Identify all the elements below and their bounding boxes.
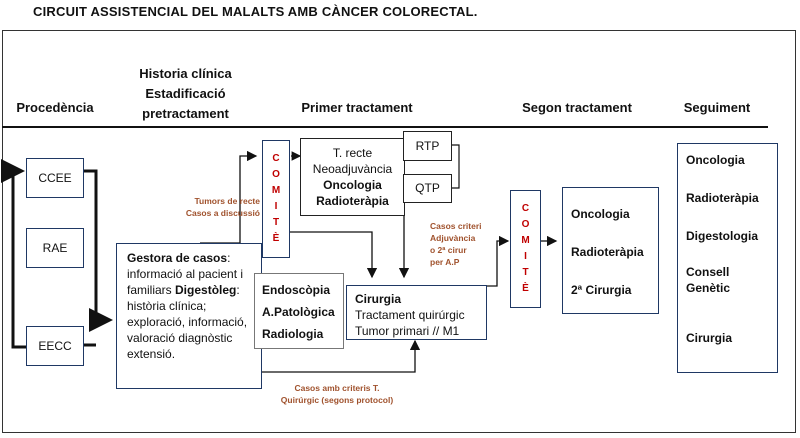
note-line: Quirúrgic (segons protocol) bbox=[280, 395, 394, 405]
comite-letter: C bbox=[272, 153, 280, 164]
note-line: Casos amb criteris T. bbox=[294, 383, 380, 393]
note-line: Casos a discussió bbox=[185, 208, 260, 218]
recte-line1: T. recte bbox=[332, 146, 373, 160]
note-line: Adjuvància bbox=[430, 233, 476, 243]
recte-line3: Oncologia bbox=[323, 178, 382, 192]
segon-box: Oncologia Radioteràpia 2ª Cirurgia bbox=[562, 187, 659, 314]
header-divider bbox=[2, 126, 768, 128]
comite-letter: O bbox=[272, 169, 280, 180]
origin-eecc: EECC bbox=[26, 326, 84, 366]
note-line: Casos criteri bbox=[430, 221, 482, 231]
comite-letter: T bbox=[272, 217, 280, 228]
qtp-label: QTP bbox=[415, 181, 440, 195]
comite-letter: O bbox=[521, 219, 530, 230]
header-historia-group: Historia clínica Estadificació pretracta… bbox=[128, 64, 243, 124]
segon-oncologia: Oncologia bbox=[571, 207, 630, 221]
bracket-left bbox=[1, 159, 26, 349]
origin-rae: RAE bbox=[26, 228, 84, 268]
rtp-label: RTP bbox=[415, 138, 440, 153]
segon-radioterapia: Radioteràpia bbox=[571, 245, 644, 259]
diagram-frame bbox=[2, 30, 796, 433]
recte-line4: Radioteràpia bbox=[316, 194, 389, 208]
seg-oncologia: Oncologia bbox=[686, 153, 745, 167]
seg-genetic: Genètic bbox=[686, 281, 731, 295]
origin-ccee: CCEE bbox=[26, 158, 84, 198]
arrow-comite-cirurgia bbox=[290, 231, 378, 279]
note-line: per A.P bbox=[430, 257, 460, 267]
comite-letter: È bbox=[522, 283, 529, 294]
comite-letter: I bbox=[524, 251, 527, 262]
origin-ccee-label: CCEE bbox=[38, 170, 72, 185]
seg-consell: Consell bbox=[686, 265, 730, 279]
arrow-gestora-cirurgia bbox=[262, 339, 421, 373]
header-segon-tractament: Segon tractament bbox=[522, 100, 632, 115]
note-casos-criteri: Casos criteri Adjuvància o 2ª cirur per … bbox=[430, 220, 500, 268]
digestoleg-title: Digestòleg bbox=[175, 283, 237, 297]
test-endoscopia: Endoscòpia bbox=[262, 283, 331, 297]
comite-letter: È bbox=[272, 233, 280, 244]
seguiment-box: Oncologia Radioteràpia Digestologia Cons… bbox=[677, 143, 778, 373]
arrow-cirurgia-comite2 bbox=[487, 235, 510, 287]
header-pretractament: pretractament bbox=[142, 106, 229, 121]
note-line: o 2ª cirur bbox=[430, 245, 467, 255]
digestoleg-text: : història clínica; exploració, informac… bbox=[127, 283, 248, 361]
comite-letter: I bbox=[274, 201, 278, 212]
test-apatologica: A.Patològica bbox=[262, 305, 335, 319]
seg-digestologia: Digestologia bbox=[686, 229, 759, 243]
comite-letter: T bbox=[522, 267, 529, 278]
segon-cirurgia: 2ª Cirurgia bbox=[571, 283, 632, 297]
cirurgia-box: Cirurgia Tractament quirúrgic Tumor prim… bbox=[346, 285, 487, 340]
gestora-box: Gestora de casos: informació al pacient … bbox=[116, 243, 262, 389]
recte-box: T. recte Neoadjuvància Oncologia Radiote… bbox=[300, 138, 405, 216]
origin-rae-label: RAE bbox=[42, 240, 68, 255]
gestora-title: Gestora de casos bbox=[127, 251, 228, 265]
note-line: Tumors de recte bbox=[194, 196, 260, 206]
seg-cirurgia: Cirurgia bbox=[686, 331, 733, 345]
comite-label-2: C O M I T È bbox=[521, 201, 529, 297]
cirurgia-line2: Tumor primari // M1 bbox=[355, 324, 460, 338]
rtp-box: RTP bbox=[403, 131, 452, 161]
rtp-connector bbox=[451, 144, 460, 189]
seg-radioterapia: Radioteràpia bbox=[686, 191, 759, 205]
note-criteris-quirurgic: Casos amb criteris T. Quirúrgic (segons … bbox=[262, 382, 412, 406]
note-tumors-recte: Tumors de recte Casos a discussió bbox=[162, 195, 260, 219]
header-historia: Historia clínica bbox=[139, 66, 232, 81]
header-primer-tractament: Primer tractament bbox=[301, 100, 413, 115]
cirurgia-line1: Tractament quirúrgic bbox=[355, 308, 465, 322]
test-radiologia: Radiologia bbox=[262, 327, 324, 341]
comite-letter: C bbox=[521, 203, 530, 214]
recte-line2: Neoadjuvància bbox=[312, 162, 393, 176]
comite-letter: M bbox=[521, 235, 530, 246]
comite-letter: M bbox=[271, 185, 281, 196]
bracket-right bbox=[84, 169, 113, 332]
comite-label-1: C O M I T È bbox=[272, 151, 280, 247]
gestora-text: : informació al pacient i familiars bbox=[127, 251, 244, 297]
origin-eecc-label: EECC bbox=[38, 338, 72, 353]
comite-box-1: C O M I T È bbox=[262, 140, 290, 258]
page-title: CIRCUIT ASSISTENCIAL DEL MALALTS AMB CÀN… bbox=[33, 4, 478, 19]
header-estadificacio: Estadificació bbox=[145, 86, 226, 101]
cirurgia-title: Cirurgia bbox=[355, 292, 402, 306]
qtp-box: QTP bbox=[403, 174, 452, 203]
header-seguiment: Seguiment bbox=[683, 100, 751, 115]
tests-box: Endoscòpia A.Patològica Radiologia bbox=[254, 273, 344, 349]
comite-box-2: C O M I T È bbox=[510, 190, 541, 308]
header-procedencia: Procedència bbox=[16, 100, 94, 115]
